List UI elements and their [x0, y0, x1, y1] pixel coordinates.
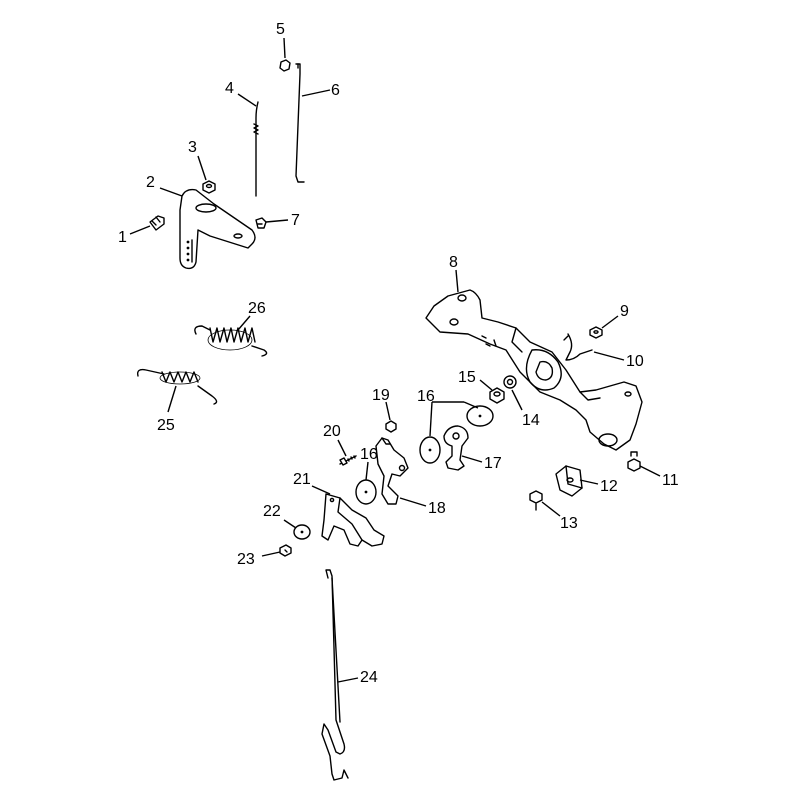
leader-16b — [365, 461, 369, 481]
leader-25 — [167, 385, 177, 413]
callout-9: 9 — [620, 303, 629, 320]
part-6-link-rod — [295, 63, 305, 183]
leader-20 — [337, 439, 347, 457]
leader-18 — [399, 497, 427, 507]
part-8-control-bracket — [425, 289, 643, 451]
part-2-lever-bracket — [179, 188, 256, 270]
part-26-spring — [194, 325, 268, 357]
part-21-throttle-bracket — [321, 493, 385, 547]
leader-3 — [197, 155, 207, 181]
leader-17 — [461, 455, 483, 463]
leader-24 — [337, 677, 359, 683]
part-4-governor-spring — [253, 101, 259, 197]
callout-2: 2 — [146, 174, 155, 191]
part-22-washer — [293, 524, 311, 540]
leader-11 — [639, 465, 661, 477]
leader-14 — [511, 389, 523, 411]
callout-25: 25 — [157, 417, 175, 434]
callout-11: 11 — [662, 472, 679, 489]
callout-5: 5 — [276, 21, 285, 38]
part-16-washer-lower — [355, 479, 377, 505]
leader-16a-left — [429, 401, 433, 437]
callout-13: 13 — [560, 515, 578, 532]
callout-1: 1 — [118, 229, 127, 246]
part-14-washer — [503, 375, 517, 389]
leader-9 — [601, 315, 619, 329]
leader-1 — [129, 225, 151, 235]
leader-16a-right — [463, 401, 479, 409]
leader-19 — [385, 401, 391, 421]
leader-10 — [593, 351, 625, 361]
callout-22: 22 — [263, 503, 281, 520]
part-15-nut — [489, 387, 505, 404]
leader-8 — [455, 269, 459, 293]
leader-22 — [283, 519, 297, 529]
part-3-nut — [202, 180, 216, 194]
part-11-bolt — [627, 451, 641, 472]
part-25-spring — [136, 368, 218, 405]
leader-6 — [301, 89, 331, 97]
part-20-screw — [339, 455, 357, 466]
callout-6: 6 — [331, 82, 340, 99]
part-9-nut — [589, 326, 603, 339]
leader-12 — [579, 479, 599, 485]
callout-14: 14 — [522, 412, 540, 429]
part-13-bolt — [529, 490, 543, 511]
callout-26: 26 — [248, 300, 266, 317]
part-17-lever-arm — [443, 425, 469, 471]
leader-26 — [237, 315, 251, 331]
callout-24: 24 — [360, 669, 378, 686]
callout-16b: 16 — [360, 446, 378, 463]
callout-16a: 16 — [417, 388, 435, 405]
callout-15: 15 — [458, 369, 476, 386]
leader-21 — [311, 485, 331, 495]
callout-23: 23 — [237, 551, 255, 568]
leader-13 — [541, 501, 561, 517]
part-10-spring-clip — [563, 333, 593, 361]
callout-18: 18 — [428, 500, 446, 517]
part-23-screw — [279, 544, 292, 557]
callout-10: 10 — [626, 353, 644, 370]
callout-3: 3 — [188, 139, 197, 156]
leader-7 — [265, 219, 289, 223]
leader-5 — [283, 37, 286, 59]
callout-21: 21 — [293, 471, 311, 488]
leader-15 — [479, 379, 493, 391]
callout-20: 20 — [323, 423, 341, 440]
callout-4: 4 — [225, 80, 234, 97]
part-18-control-lever — [375, 437, 409, 505]
leader-4 — [237, 93, 257, 107]
callout-19: 19 — [372, 387, 390, 404]
part-24-throttle-rod — [321, 569, 349, 781]
part-12-clip-block — [555, 465, 583, 497]
callout-7: 7 — [291, 212, 300, 229]
callout-8: 8 — [449, 254, 458, 271]
part-16-washers-upper — [419, 405, 494, 464]
leader-23 — [261, 551, 281, 557]
part-5-clip — [279, 59, 291, 72]
part-19-nut — [385, 420, 397, 433]
part-1-screw — [149, 215, 165, 231]
callout-12: 12 — [600, 478, 618, 495]
leader-2 — [159, 187, 183, 197]
callout-17: 17 — [484, 455, 502, 472]
part-7-clip — [255, 217, 267, 229]
